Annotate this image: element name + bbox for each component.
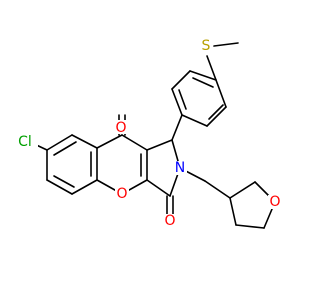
lactam-oxygen-atom: O [163,213,177,229]
chlorine-atom: Cl [14,134,38,151]
bond [71,179,98,195]
bond [171,114,183,141]
chlorine-label: Cl [18,134,32,150]
bond [171,70,191,90]
bond [192,77,214,88]
molecule-structure: Cl O O O N S O [14,38,282,229]
bond [208,104,224,120]
ring-oxygen-atom: O [115,186,129,202]
bond [53,175,75,188]
ketone-oxygen-atom: O [114,120,128,136]
structure-canvas: Cl O O O N S O [14,38,282,229]
bond [53,141,77,156]
bonds [29,42,276,229]
bond [46,134,73,151]
bond [204,180,231,199]
bond [235,224,265,229]
bond [229,181,256,199]
ketone-oxygen-label: O [115,120,126,136]
nitrogen-label: N [175,160,185,176]
bond [46,179,73,195]
nitrogen-atom: N [173,160,187,176]
lactam-oxygen-label: O [164,213,175,229]
bond [121,134,148,151]
sulfur-atom: S [199,38,213,54]
bond [213,42,239,47]
bond [189,70,217,81]
sulfur-label: S [202,38,211,54]
bond [181,114,208,127]
bond [71,134,98,149]
bond [206,106,227,127]
atom-labels: Cl O O O N S O [14,38,282,229]
bond [96,134,123,149]
thf-oxygen-atom: O [268,194,282,210]
bond [178,89,187,110]
bond [206,55,217,81]
bond [229,197,237,226]
bond [146,139,173,151]
ring-oxygen-label: O [116,186,127,202]
bond [171,88,183,116]
thf-oxygen-label: O [269,194,280,210]
bond [215,79,227,108]
bond [146,179,171,197]
